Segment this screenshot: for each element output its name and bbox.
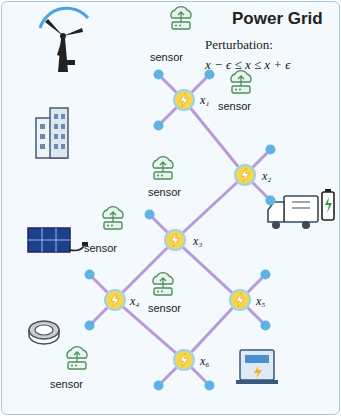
sensor-label: sensor [218, 100, 251, 112]
circular-generator [29, 321, 59, 344]
power-line [192, 308, 233, 352]
bus-circle [173, 349, 195, 371]
sensor-label: sensor [148, 186, 181, 198]
power-line [123, 248, 167, 292]
grid-bus-node: x₄ [104, 289, 126, 311]
bus-circle [173, 89, 195, 111]
grid-bus-node: x₃ [164, 229, 186, 251]
grid-terminal [260, 270, 270, 280]
grid-bus-node: x₁ [173, 89, 195, 111]
building [36, 108, 68, 158]
sensor-label: sensor [50, 378, 83, 390]
solar-panel [28, 228, 88, 252]
power-line [183, 182, 237, 232]
wind-turbine [40, 8, 88, 72]
grid-terminal [154, 380, 164, 390]
sensor-label: sensor [150, 51, 183, 63]
diagram-title: Power Grid [232, 9, 323, 29]
node-variable: x₂ [262, 168, 272, 184]
sensor-icon [171, 7, 191, 29]
grid-terminal [154, 70, 164, 80]
node-variable: x₃ [193, 233, 203, 249]
grid-terminal [265, 145, 275, 155]
grid-bus-node: x₅ [229, 289, 251, 311]
sensor-label: sensor [148, 302, 181, 314]
grid-terminal [265, 195, 275, 205]
node-variable: x₆ [200, 353, 210, 369]
grid-bus-node: x₂ [234, 164, 256, 186]
sensor-icon [153, 273, 173, 295]
grid-bus-node: x₆ [173, 349, 195, 371]
sensor-icon [103, 207, 123, 229]
bus-circle [234, 164, 256, 186]
bus-circle [104, 289, 126, 311]
bus-circle [229, 289, 251, 311]
node-variable: x₄ [130, 293, 140, 309]
grid-terminal [85, 270, 95, 280]
sensor-icon [153, 157, 173, 179]
annotation-text: Perturbation: [205, 37, 273, 53]
grid-terminal [145, 210, 155, 220]
battery-truck [268, 189, 334, 229]
power-line [191, 109, 238, 167]
bus-circle [164, 229, 186, 251]
grid-terminal [154, 120, 164, 130]
node-variable: x₅ [256, 293, 266, 309]
sensor-icon [231, 71, 251, 93]
node-variable: x₁ [200, 92, 210, 108]
sensor-icon [67, 347, 87, 369]
power-line [123, 307, 175, 353]
grid-terminal [260, 320, 270, 330]
sensor-label: sensor [84, 242, 117, 254]
power-station [236, 350, 278, 384]
power-line [183, 247, 232, 292]
grid-spokes [85, 70, 276, 391]
grid-terminal [204, 380, 214, 390]
grid-terminal [85, 320, 95, 330]
perturbation-formula: x − ϵ ≤ x ≤ x + ϵ [205, 57, 291, 73]
